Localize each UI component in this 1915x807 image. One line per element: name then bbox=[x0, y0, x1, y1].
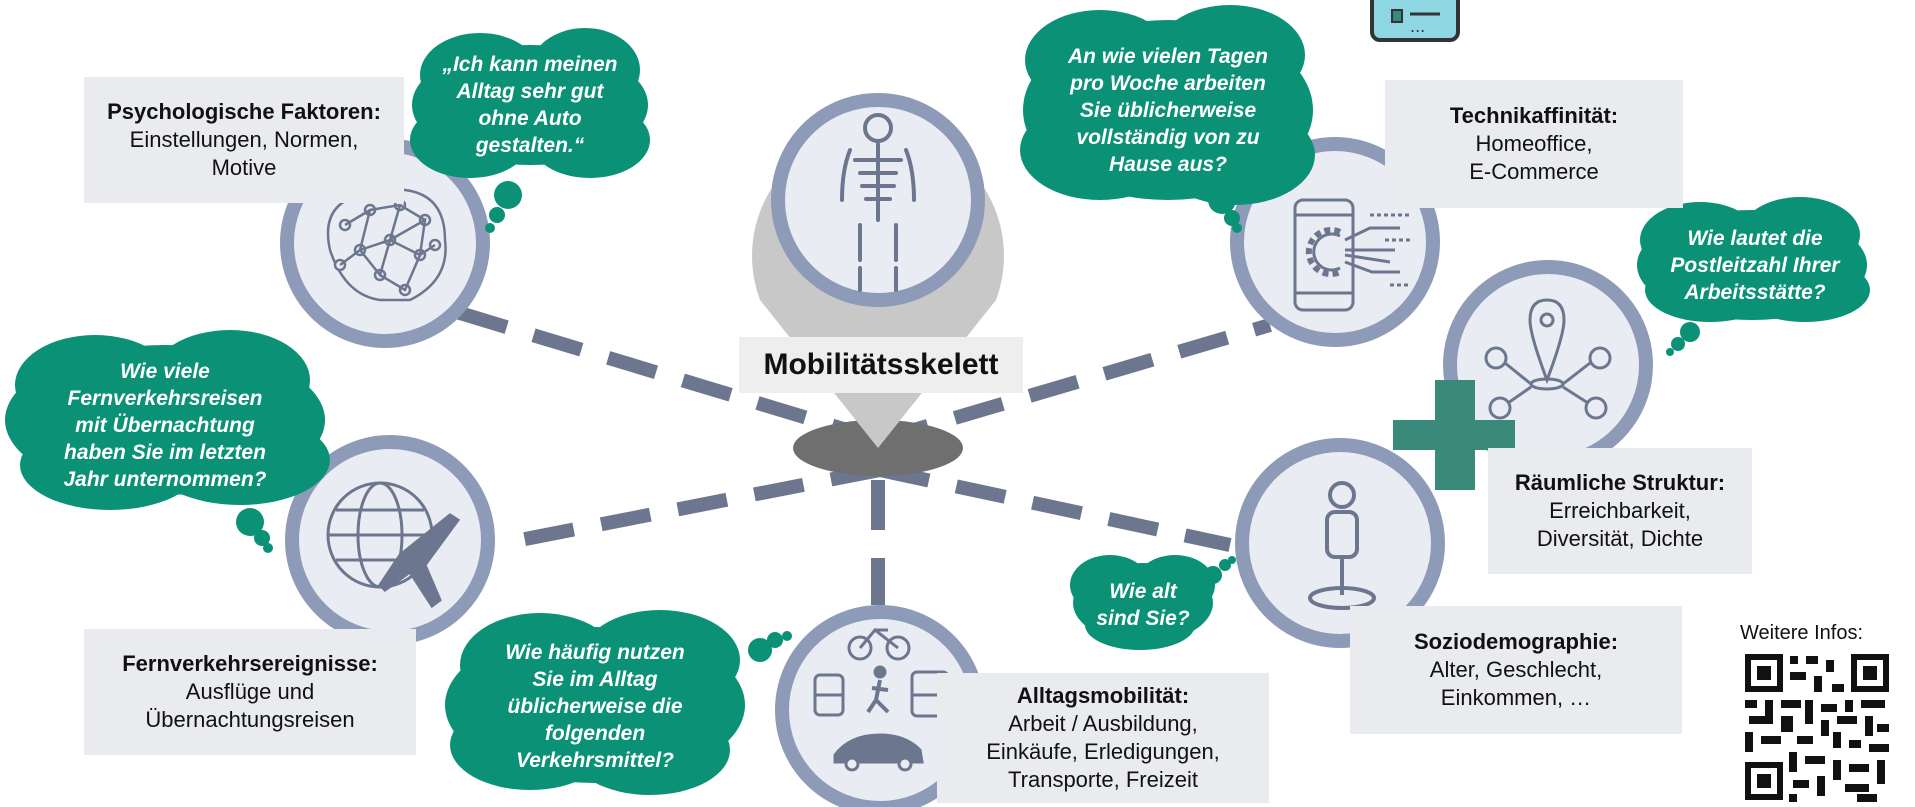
node-title-technik: Technikaffinität: bbox=[1449, 103, 1619, 128]
question-line: Fernverkehrsreisen bbox=[67, 386, 263, 410]
info-label: Weitere Infos: bbox=[1740, 622, 1864, 644]
thought-cloud-alltag bbox=[445, 610, 792, 795]
connector-technik bbox=[878, 318, 1272, 447]
node-line: Einkäufe, Erledigungen, bbox=[986, 739, 1220, 764]
transport-modes-icon bbox=[813, 627, 950, 772]
question-raum: Wie lautet die Postleitzahl Ihrer Arbeit… bbox=[1660, 222, 1850, 308]
node-title-socio: Soziodemographie: bbox=[1413, 629, 1619, 654]
node-line: Diversität, Dichte bbox=[1536, 526, 1704, 551]
center-label: Mobilitätsskelett bbox=[739, 337, 1023, 393]
node-line: Arbeit / Ausbildung, bbox=[1008, 711, 1198, 736]
node-line: Transporte, Freizeit bbox=[1008, 767, 1198, 792]
question-technik: An wie vielen Tagen pro Woche arbeiten S… bbox=[1040, 40, 1296, 180]
question-alltag: Wie häufig nutzen Sie im Alltag üblicher… bbox=[470, 636, 720, 776]
question-line: Sie üblicherweise bbox=[1079, 98, 1257, 122]
node-line: Ausflüge und bbox=[185, 679, 315, 704]
question-line: Arbeitsstätte? bbox=[1684, 280, 1826, 304]
question-line: Wie alt bbox=[1109, 580, 1177, 603]
plus-icon bbox=[1393, 380, 1515, 490]
question-line: Alltag sehr gut bbox=[456, 80, 604, 103]
question-line: „Ich kann meinen bbox=[442, 53, 618, 76]
thought-cloud-socio bbox=[1070, 555, 1236, 650]
node-title-psych: Psychologische Faktoren: bbox=[107, 99, 381, 124]
thought-cloud-psych bbox=[410, 28, 650, 233]
question-line: sind Sie? bbox=[1096, 607, 1190, 630]
node-line: Homeoffice, bbox=[1475, 131, 1593, 156]
question-line: üblicherweise die bbox=[507, 694, 683, 718]
node-box-fern: Fernverkehrsereignisse: Ausflüge und Übe… bbox=[84, 629, 416, 755]
question-line: Hause aus? bbox=[1109, 152, 1227, 176]
question-line: haben Sie im letzten bbox=[64, 440, 266, 464]
qr-code bbox=[1743, 652, 1891, 802]
node-line: Motive bbox=[211, 155, 277, 180]
question-line: Wie viele bbox=[120, 359, 210, 383]
node-title-fern: Fernverkehrsereignisse: bbox=[122, 651, 378, 676]
node-line: Alter, Geschlecht, bbox=[1429, 657, 1603, 682]
node-line: Einstellungen, Normen, bbox=[129, 127, 359, 152]
node-box-alltag: Alltagsmobilität: Arbeit / Ausbildung, E… bbox=[937, 673, 1269, 803]
question-line: gestalten.“ bbox=[475, 134, 585, 157]
question-socio: Wie alt sind Sie? bbox=[1083, 575, 1203, 635]
node-line: Einkommen, … bbox=[1440, 685, 1592, 710]
thought-cloud-raum bbox=[1637, 197, 1870, 356]
node-box-psych: Psychologische Faktoren: Einstellungen, … bbox=[84, 77, 404, 203]
question-line: Sie im Alltag bbox=[532, 667, 658, 691]
node-line: E-Commerce bbox=[1469, 159, 1599, 184]
question-line: folgenden bbox=[544, 721, 646, 745]
node-box-raum: Räumliche Struktur: Erreichbarkeit, Dive… bbox=[1488, 448, 1752, 574]
thought-cloud-technik bbox=[1020, 5, 1315, 233]
node-title-alltag: Alltagsmobilität: bbox=[1016, 683, 1190, 708]
node-box-socio: Soziodemographie: Alter, Geschlecht, Ein… bbox=[1350, 606, 1682, 734]
node-line: Übernachtungsreisen bbox=[145, 707, 355, 732]
brain-network-icon bbox=[326, 184, 447, 302]
question-line: Wie häufig nutzen bbox=[505, 640, 685, 664]
person-pin-icon bbox=[1308, 481, 1376, 610]
question-line: pro Woche arbeiten bbox=[1070, 71, 1266, 95]
question-line: vollständig von zu bbox=[1076, 125, 1260, 149]
question-line: Verkehrsmittel? bbox=[516, 748, 674, 772]
node-line: Erreichbarkeit, bbox=[1549, 498, 1691, 523]
thought-cloud-fern bbox=[5, 330, 330, 553]
question-line: An wie vielen Tagen bbox=[1068, 44, 1268, 68]
connector-socio bbox=[878, 463, 1232, 552]
question-line: Jahr unternommen? bbox=[63, 467, 267, 491]
node-title-raum: Räumliche Struktur: bbox=[1514, 470, 1726, 495]
node-circle-socio bbox=[1235, 438, 1445, 648]
question-line: Postleitzahl Ihrer bbox=[1670, 253, 1840, 277]
globe-airplane-icon bbox=[326, 481, 461, 609]
question-line: ohne Auto bbox=[478, 107, 582, 130]
svg-text:...: ... bbox=[1410, 17, 1425, 36]
question-line: mit Übernachtung bbox=[75, 413, 255, 437]
node-box-technik: Technikaffinität: Homeoffice, E-Commerce bbox=[1385, 80, 1683, 208]
question-line: Wie lautet die bbox=[1687, 226, 1823, 250]
question-fern: Wie viele Fernverkehrsreisen mit Übernac… bbox=[30, 355, 300, 495]
connector-fern bbox=[518, 463, 882, 547]
question-psych: „Ich kann meinen Alltag sehr gut ohne Au… bbox=[425, 45, 635, 165]
skeleton-icon bbox=[840, 113, 916, 292]
smartphone-gear-icon bbox=[1293, 198, 1410, 312]
document-icon: ... bbox=[1370, 0, 1460, 42]
location-network-icon bbox=[1484, 298, 1612, 420]
